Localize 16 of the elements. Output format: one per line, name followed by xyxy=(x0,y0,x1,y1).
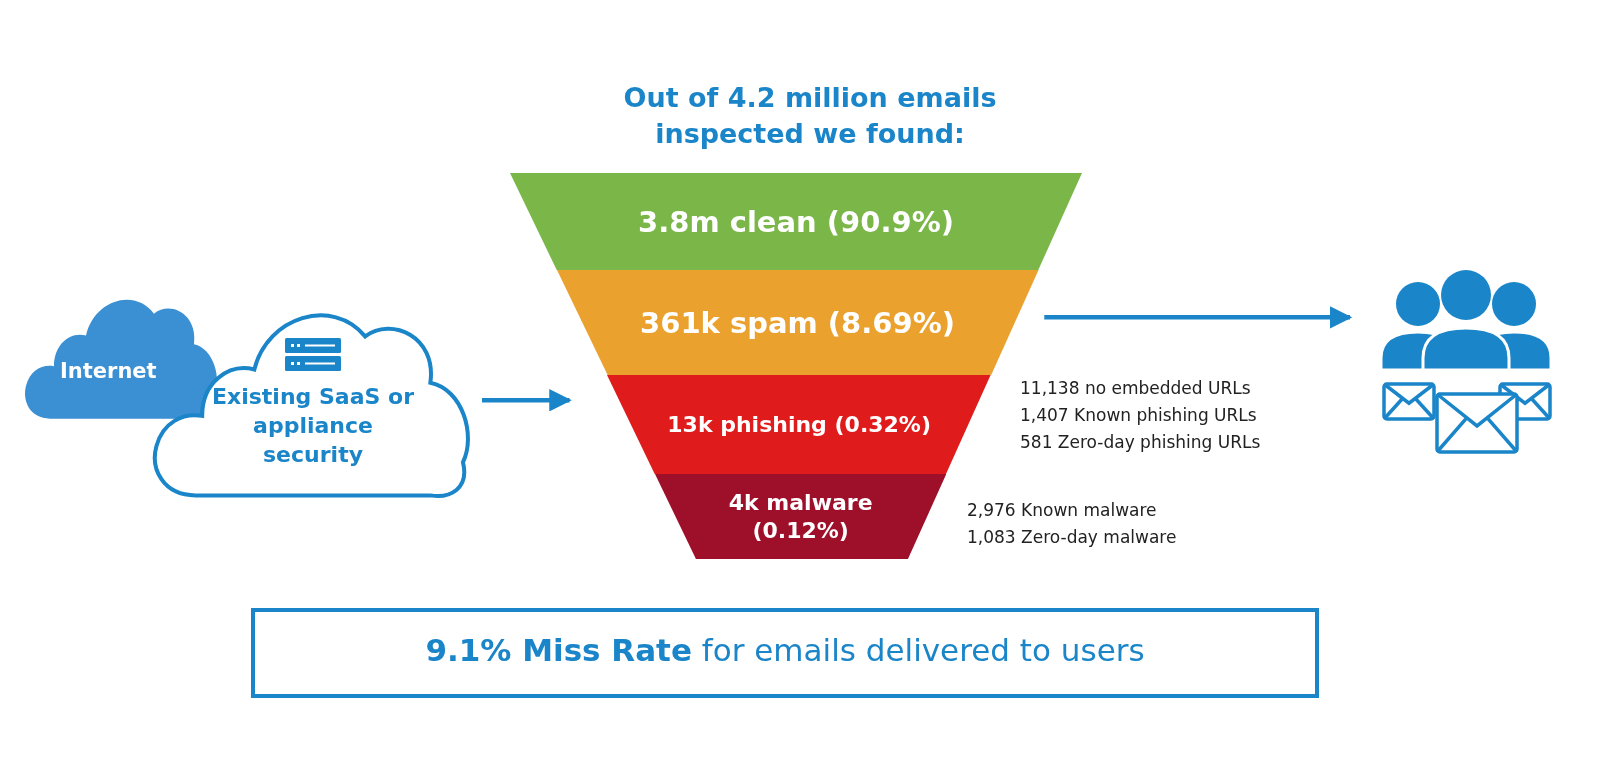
cloud-label: Internet xyxy=(60,359,157,383)
band-label: 3.8m clean (90.9%) xyxy=(637,204,955,239)
summary-frame xyxy=(251,608,1319,698)
arrow xyxy=(1044,306,1353,329)
note-text: 1,407 Known phishing URLs xyxy=(1020,405,1257,425)
note-text: 2,976 Known malware xyxy=(967,500,1157,520)
summary-text: 9.1% Miss Rate for emails delivered to users xyxy=(424,632,1146,668)
cloud-label: Existing SaaS or appliance security xyxy=(211,383,415,469)
note-text: 11,138 no embedded URLs xyxy=(1020,378,1251,398)
band-label: 13k phishing (0.32%) xyxy=(666,410,932,439)
band-label: 361k spam (8.69%) xyxy=(639,305,956,340)
note-text: 1,083 Zero-day malware xyxy=(967,527,1177,547)
arrow xyxy=(482,389,572,412)
band-label: 4k malware (0.12%) xyxy=(727,488,874,545)
note-text: 581 Zero-day phishing URLs xyxy=(1020,432,1261,452)
title: Out of 4.2 million emails inspected we found: xyxy=(622,81,998,151)
